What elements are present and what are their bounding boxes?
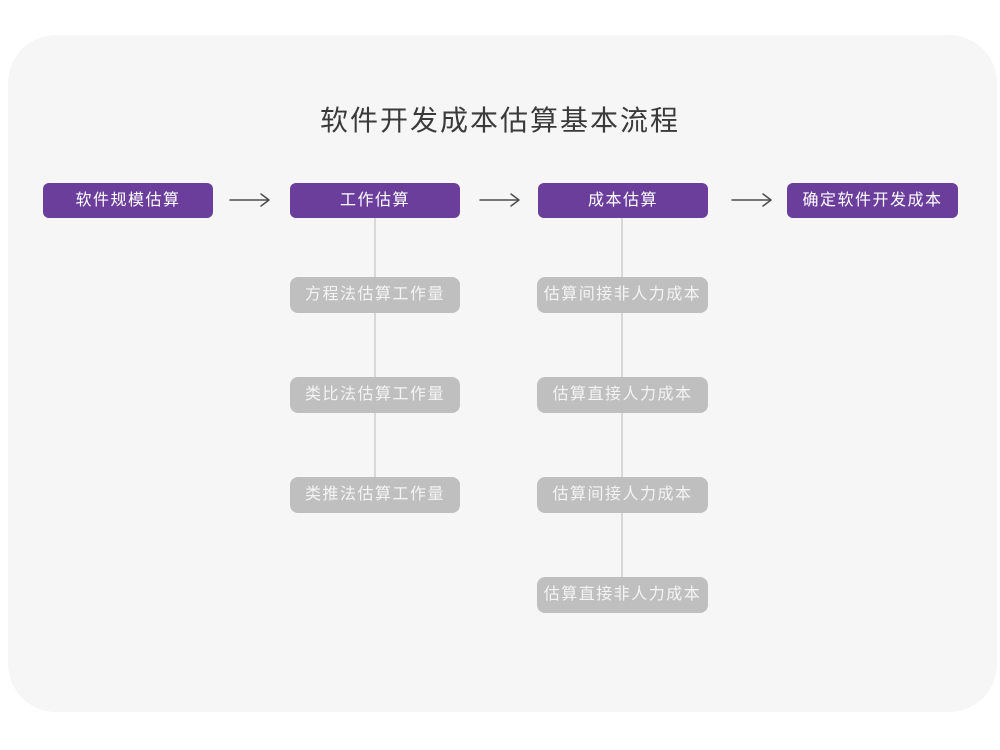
stage-box-determine-development-cost: 确定软件开发成本 [787,183,958,218]
substep-box-indirect-nonlabor-cost: 估算间接非人力成本 [537,277,708,313]
substep-box-equation-method: 方程法估算工作量 [290,277,460,313]
stage-box-work-estimation: 工作估算 [290,183,460,218]
substep-box-analogy-method: 类比法估算工作量 [290,377,460,413]
arrow-right-icon [229,193,270,207]
arrow-right-icon [731,193,772,207]
substep-box-inference-method: 类推法估算工作量 [290,477,460,513]
substep-box-direct-labor-cost: 估算直接人力成本 [537,377,708,413]
arrow-right-icon [479,193,520,207]
stage-box-software-scale-estimation: 软件规模估算 [43,183,213,218]
diagram-card-background [8,35,997,712]
substep-box-direct-nonlabor-cost: 估算直接非人力成本 [537,577,708,613]
substep-box-indirect-labor-cost: 估算间接人力成本 [537,477,708,513]
diagram-title: 软件开发成本估算基本流程 [319,105,680,136]
stage-box-cost-estimation: 成本估算 [538,183,708,218]
connector-line-work-estimation [374,218,376,480]
